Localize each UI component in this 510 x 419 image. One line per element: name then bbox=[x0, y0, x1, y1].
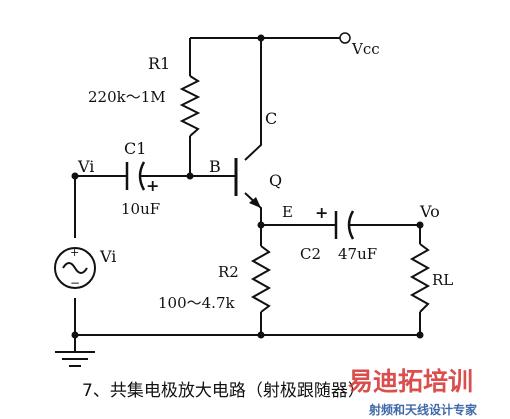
vcc-label: Vcc bbox=[351, 40, 380, 58]
c2-name-label: C2 bbox=[300, 245, 321, 263]
emitter-label: E bbox=[282, 203, 293, 221]
collector-label: C bbox=[265, 109, 277, 128]
c1-name-label: C1 bbox=[124, 139, 146, 158]
c1-value-label: 10uF bbox=[121, 200, 160, 218]
junction-dot bbox=[257, 331, 265, 339]
ac-source-icon bbox=[54, 247, 96, 289]
rl-name-label: RL bbox=[432, 271, 453, 289]
watermark-title: 易迪拓培训 bbox=[348, 367, 473, 396]
junction-dot bbox=[416, 331, 424, 339]
capacitor-c1-icon bbox=[125, 161, 146, 191]
vi-node-label: Vi bbox=[77, 157, 94, 176]
emitter-wire bbox=[244, 192, 262, 236]
source-plus-sign: + bbox=[70, 246, 79, 259]
diagram-caption: 7、共集电极放大电路（射极跟随器） bbox=[82, 381, 365, 401]
watermark-subtitle: 射频和天线设计专家 bbox=[368, 402, 478, 417]
junction-dot bbox=[257, 34, 265, 42]
emitter-arrow-icon bbox=[249, 197, 261, 208]
wires bbox=[74, 37, 421, 352]
c1-plus-sign: + bbox=[146, 176, 159, 195]
base-label: B bbox=[209, 157, 221, 176]
vcc-terminal-icon bbox=[339, 32, 351, 44]
resistor-r2-icon bbox=[250, 245, 272, 313]
r2-name-label: R2 bbox=[218, 263, 239, 281]
junction-dot bbox=[416, 221, 424, 229]
r1-name-label: R1 bbox=[148, 54, 170, 73]
junction-dot bbox=[71, 172, 79, 180]
junction-dot bbox=[71, 331, 79, 339]
transistor-label: Q bbox=[269, 171, 282, 190]
source-minus-sign: − bbox=[70, 276, 80, 290]
resistor-rl-icon bbox=[409, 243, 431, 313]
junction-dots bbox=[71, 34, 424, 339]
resistor-r1-icon bbox=[179, 75, 201, 137]
ground-icon bbox=[55, 351, 95, 367]
vo-label: Vo bbox=[419, 202, 440, 221]
r1-value-label: 220k～1M bbox=[88, 88, 166, 106]
c2-value-label: 47uF bbox=[338, 245, 377, 263]
junction-dot bbox=[257, 221, 265, 229]
capacitor-c2-icon bbox=[334, 210, 355, 240]
collector-wire bbox=[244, 38, 262, 161]
junction-dot bbox=[186, 172, 194, 180]
c2-right-wire bbox=[349, 224, 421, 244]
r2-value-label: 100～4.7k bbox=[158, 294, 235, 312]
source-name-label: Vi bbox=[99, 247, 116, 266]
c2-plus-sign: + bbox=[315, 203, 328, 222]
